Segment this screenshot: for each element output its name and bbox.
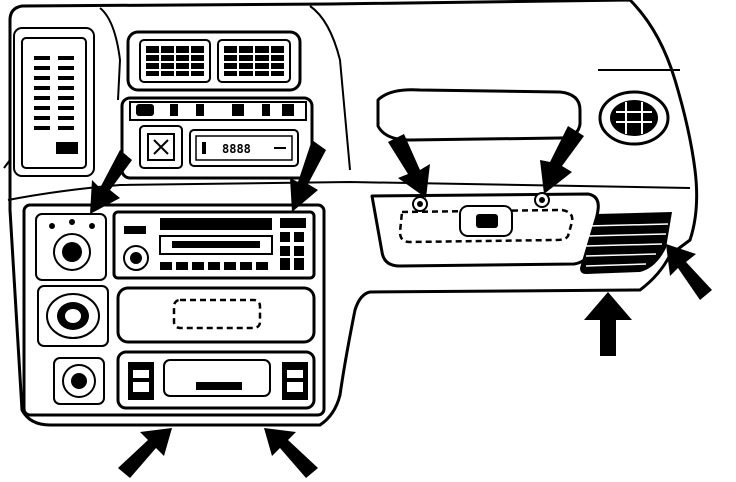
arrow-heater-panel-right — [290, 140, 326, 212]
arrow-lower-center — [264, 428, 318, 478]
center-console — [22, 203, 326, 417]
radio-unit — [112, 210, 316, 280]
gauge-bars — [34, 56, 78, 154]
lcd-readout: 8888 — [222, 142, 251, 156]
storage-pocket — [116, 286, 316, 344]
center-vent-housing — [126, 30, 302, 92]
radio-right-buttons — [280, 218, 306, 270]
ashtray-right-switch — [282, 362, 308, 400]
heater-control-panel — [35, 213, 107, 281]
upper-pad-edge-2 — [309, 5, 351, 171]
instrument-bezel — [13, 27, 95, 177]
ashtray-left-switch — [128, 362, 154, 400]
ashtray — [116, 350, 316, 410]
arrow-heater-panel-left — [90, 150, 132, 214]
right-air-vent — [598, 90, 670, 146]
arrow-glovebox-right — [540, 126, 584, 194]
dashboard-outline — [8, 0, 699, 427]
arrow-right-side — [666, 244, 712, 300]
right-lower-grille — [580, 212, 672, 274]
cigarette-lighter — [53, 357, 105, 405]
dash-crease-line — [7, 180, 691, 201]
hazard-switch — [139, 125, 183, 169]
instrument-window — [21, 37, 87, 169]
speaker-fader-control — [37, 285, 109, 347]
upper-pad-edge — [99, 7, 122, 101]
switch-strip — [129, 101, 307, 121]
glovebox — [370, 192, 600, 268]
grab-handle — [376, 88, 582, 142]
clock-panel — [120, 96, 314, 180]
lcd-display: 8888 — [189, 129, 299, 167]
arrow-right-lower — [584, 292, 632, 356]
center-vent-right — [217, 39, 291, 83]
arrow-lower-left — [118, 428, 172, 478]
radio-preset-buttons — [160, 262, 268, 270]
arrow-glovebox-left — [388, 134, 430, 198]
center-vent-left — [139, 39, 211, 83]
edge-mark — [3, 159, 11, 169]
